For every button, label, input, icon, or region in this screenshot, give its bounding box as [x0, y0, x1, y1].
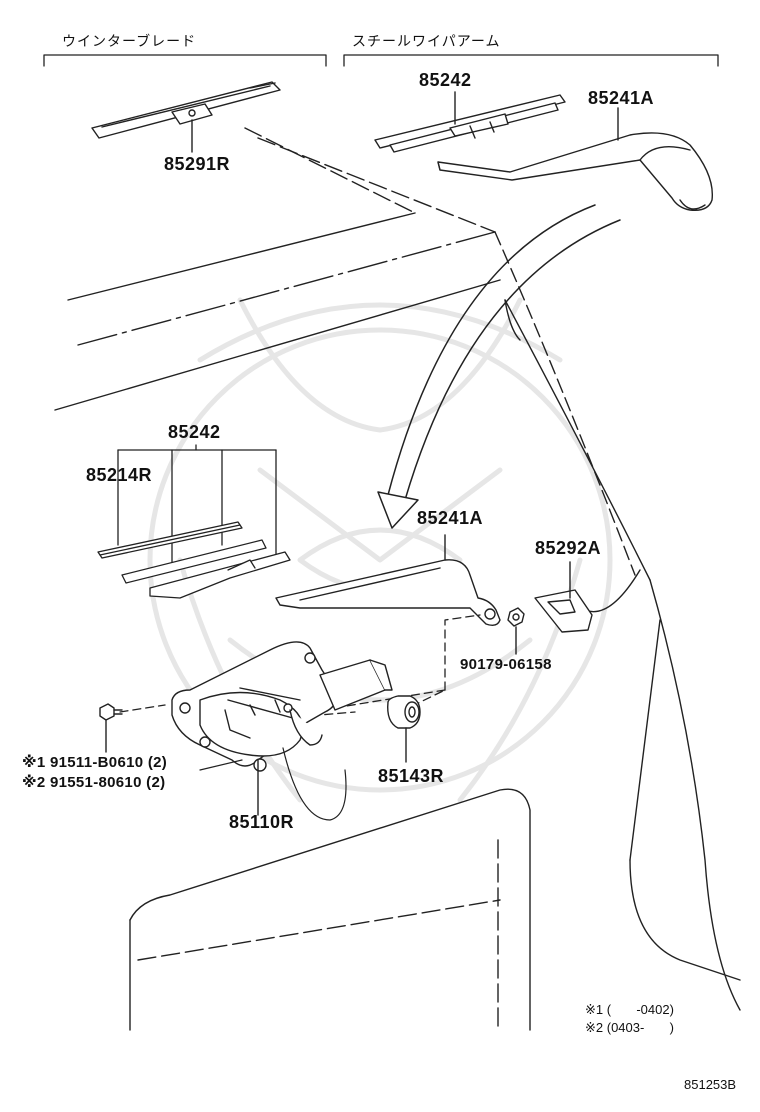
wiper-arm-85241a-mid: [275, 559, 501, 627]
rubber-refill-85214r: [97, 521, 243, 559]
leader-bolt-motor: [199, 759, 243, 771]
part-label-91551-80610: ※2 91551-80610 (2): [22, 774, 166, 791]
part-label-85143r: 85143R: [378, 766, 445, 786]
part-label-85214r: 85214R: [86, 465, 153, 485]
blade-frame-mid: [121, 539, 291, 599]
diagram-code: 851253B: [684, 1077, 737, 1092]
motor-cutout-outline: [282, 747, 347, 821]
part-label-85242-mid: 85242: [168, 422, 221, 442]
part-label-85292a: 85292A: [535, 538, 602, 558]
part-label-85242-top: 85242: [419, 70, 472, 90]
wiper-blade-85242-top: [374, 94, 566, 153]
footnote-1: ※1 ( -0402): [585, 1002, 674, 1017]
wiper-motor-85110r: [171, 641, 393, 772]
car-body-outline: [54, 127, 741, 1031]
grommet-85143r: [387, 695, 421, 729]
bolt-91511-91551: [99, 703, 123, 721]
wiper-arm-85241a-top: [437, 132, 714, 211]
part-label-85291r: 85291R: [164, 154, 231, 174]
part-label-85110r: 85110R: [229, 812, 295, 832]
winter-blade-85291r: [91, 81, 281, 139]
footnote-2: ※2 (0403- ): [585, 1020, 674, 1035]
cap-85292a: [534, 589, 593, 633]
nut-90179-06158: [507, 607, 525, 627]
part-label-91511-b0610: ※1 91511-B0610 (2): [22, 754, 168, 771]
part-label-85241a-top: 85241A: [588, 88, 655, 108]
header-winter-blade: ウインターブレード: [62, 33, 197, 49]
assembly-arrow: [377, 204, 621, 529]
part-label-85241a-mid: 85241A: [417, 508, 484, 528]
part-label-90179-06158: 90179-06158: [460, 656, 552, 673]
header-steel-wiper-arm: スチールワイパアーム: [352, 33, 501, 49]
header-brackets: [43, 54, 719, 67]
